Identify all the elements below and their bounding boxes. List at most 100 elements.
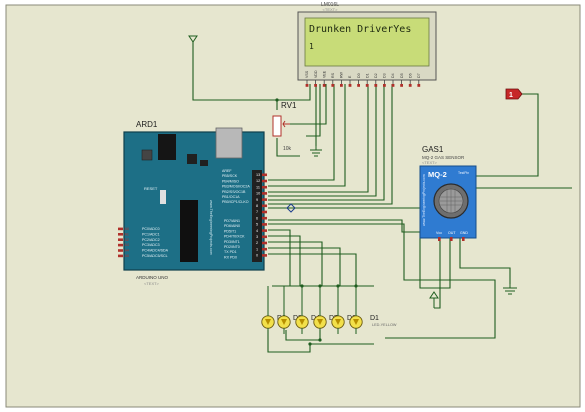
wire-lcd-e <box>268 84 346 187</box>
arduino-digital-pin-number: 12 <box>256 179 260 183</box>
arduino-digital-pin <box>262 235 267 239</box>
arduino-top-labels: AREFPB5/SCKPB4/MISOPB3/MOSI/OC2APB2/SS/O… <box>222 169 250 259</box>
power-symbol-sensor <box>429 291 439 308</box>
led-symbol <box>299 319 305 325</box>
arduino-top-pin-label: AREF <box>222 169 232 173</box>
pot-ref-label: RV1 <box>281 101 297 110</box>
arduino-digital-pin-label: PD4/T0/XCK <box>224 235 245 239</box>
arduino-analog-pin-label: PC0/ADC0 <box>142 227 160 231</box>
wire-pot-bottom <box>276 138 300 157</box>
lcd-pin-label: D6 <box>408 73 412 78</box>
arduino-small-chips <box>187 154 208 166</box>
wire-lcd-rs <box>268 84 335 181</box>
gas-pin-label: Vcc <box>436 231 442 235</box>
arduino-ref-label: ARD1 <box>136 120 158 129</box>
arduino-uno[interactable]: ARD1 www.TheEngineeringProjects.com AREF… <box>118 120 267 286</box>
lcd-pin-dot <box>417 84 421 87</box>
wire-lcd-d7 <box>268 84 393 205</box>
arduino-digital-pin-label: PD5/T1 <box>224 229 236 233</box>
arduino-digital-pin-label: PD2/INT0 <box>224 245 240 249</box>
gas-board-text: www.TheEngineeringProjects.com <box>422 174 426 226</box>
arduino-analog-pin-label: PC2/ADC2 <box>142 238 160 242</box>
arduino-model-label: ARDUINO UNO <box>136 275 169 280</box>
wire-lcd-d6 <box>268 84 385 201</box>
logic-terminal-shape <box>505 88 523 100</box>
arduino-analog-pins: PC0/ADC0A0PC1/ADC1A1PC2/ADC2A2PC3/ADC3A3… <box>118 227 169 258</box>
arduino-power-jack <box>215 127 243 159</box>
gas-sensor-module[interactable]: GAS1 MQ-2 GAS SENSOR <TEXT> MQ-2 TestPin… <box>419 145 477 241</box>
lcd-pin-label: D2 <box>374 73 378 78</box>
arduino-digital-pin-number: 1 <box>256 247 258 251</box>
arduino-digital-pin <box>262 223 267 226</box>
arduino-digital-pin-number: 4 <box>256 229 258 233</box>
arduino-analog-pin-label: PC1/ADC1 <box>142 232 160 236</box>
arduino-digital-pin-label: PD6/AIN0 <box>224 224 240 228</box>
arduino-crystal <box>160 190 166 204</box>
lcd-pin-dot <box>374 84 378 87</box>
arduino-digital-pin-number: 3 <box>256 235 258 239</box>
lcd-pin-label: E <box>348 75 352 78</box>
lcd-pin-label: D5 <box>400 73 404 78</box>
arduino-digital-pin <box>262 247 267 251</box>
arduino-chip <box>180 200 198 262</box>
pot-body <box>272 115 282 137</box>
arduino-reset-button[interactable] <box>141 149 153 161</box>
arduino-digital-pin-number: 0 <box>256 254 258 258</box>
lcd-pin-label: VSS <box>305 70 309 78</box>
arduino-top-pin-label: PB3/MOSI/OC2A <box>222 185 250 189</box>
arduino-digital-pin-number: 11 <box>256 185 260 189</box>
led-d1-label: D1 <box>370 315 379 322</box>
arduino-analog-pin-name: A5 <box>125 254 129 258</box>
lcd-pin-label: D3 <box>383 73 387 78</box>
lcd-pin-label: RW <box>340 71 344 78</box>
gas-model-label: MQ-2 GAS SENSOR <box>422 155 465 160</box>
arduino-digital-pin-number: 5 <box>256 223 258 227</box>
arduino-analog-pin-label: PC3/ADC3 <box>142 243 160 247</box>
wire-sensor-vcc <box>434 238 441 309</box>
arduino-digital-pin <box>262 204 267 208</box>
arduino-analog-pin <box>118 254 123 258</box>
lcd-pin-label: VDD <box>314 70 318 78</box>
lcd-screen <box>304 17 430 67</box>
led-symbol <box>335 319 341 325</box>
arduino-top-pin-label: PB1/OC1A <box>222 195 240 199</box>
lcd-pin-label: D0 <box>357 73 361 78</box>
led-1[interactable]: D2 <box>261 286 286 334</box>
arduino-usb-jack <box>158 134 176 160</box>
arduino-analog-pin <box>118 233 123 236</box>
arduino-digital-pin-number: 2 <box>256 241 258 245</box>
arduino-digital-pin <box>262 198 267 201</box>
arduino-analog-pin <box>118 238 123 241</box>
lcd-line-2: 1 <box>309 42 314 51</box>
lcd-pin-dot <box>331 84 335 87</box>
lcd-pin-dot <box>305 84 309 87</box>
wire-pot-wiper <box>283 84 327 125</box>
wire-lcd-d5 <box>268 84 377 197</box>
potentiometer[interactable]: RV1 10k <box>272 101 297 152</box>
arduino-digital-pin <box>262 229 267 232</box>
led-6[interactable] <box>349 286 363 334</box>
gas-chip-title: MQ-2 <box>428 170 447 179</box>
arduino-digital-pin-label: RX PD0 <box>224 255 237 259</box>
arduino-digital-pin-number: 6 <box>256 216 258 220</box>
lcd-pin-label: D7 <box>417 73 421 78</box>
lcd-pin-label: D1 <box>365 73 369 78</box>
logic-state-terminal[interactable]: 1 <box>505 88 523 100</box>
arduino-analog-pin-name: A3 <box>125 243 129 247</box>
wire-lcd-rw <box>306 84 321 137</box>
wire-logic <box>500 93 539 177</box>
lcd-text-placeholder: <TEXT> <box>323 7 339 12</box>
arduino-top-pin-label: PB5/SCK <box>222 174 238 178</box>
arduino-digital-pin-label: PD3/INT1 <box>224 240 240 244</box>
arduino-digital-pin-label: TX PD1 <box>224 250 237 254</box>
arduino-digital-pin <box>262 185 267 189</box>
arduino-digital-pin-number: 10 <box>256 192 260 196</box>
lcd-pin-dot <box>365 84 369 87</box>
arduino-analog-pin-label: PC5/ADC5/SCL <box>142 254 168 258</box>
led-symbol <box>265 319 271 325</box>
led-5[interactable]: D6 <box>331 286 356 334</box>
gas-pin-label: OUT <box>448 231 456 235</box>
